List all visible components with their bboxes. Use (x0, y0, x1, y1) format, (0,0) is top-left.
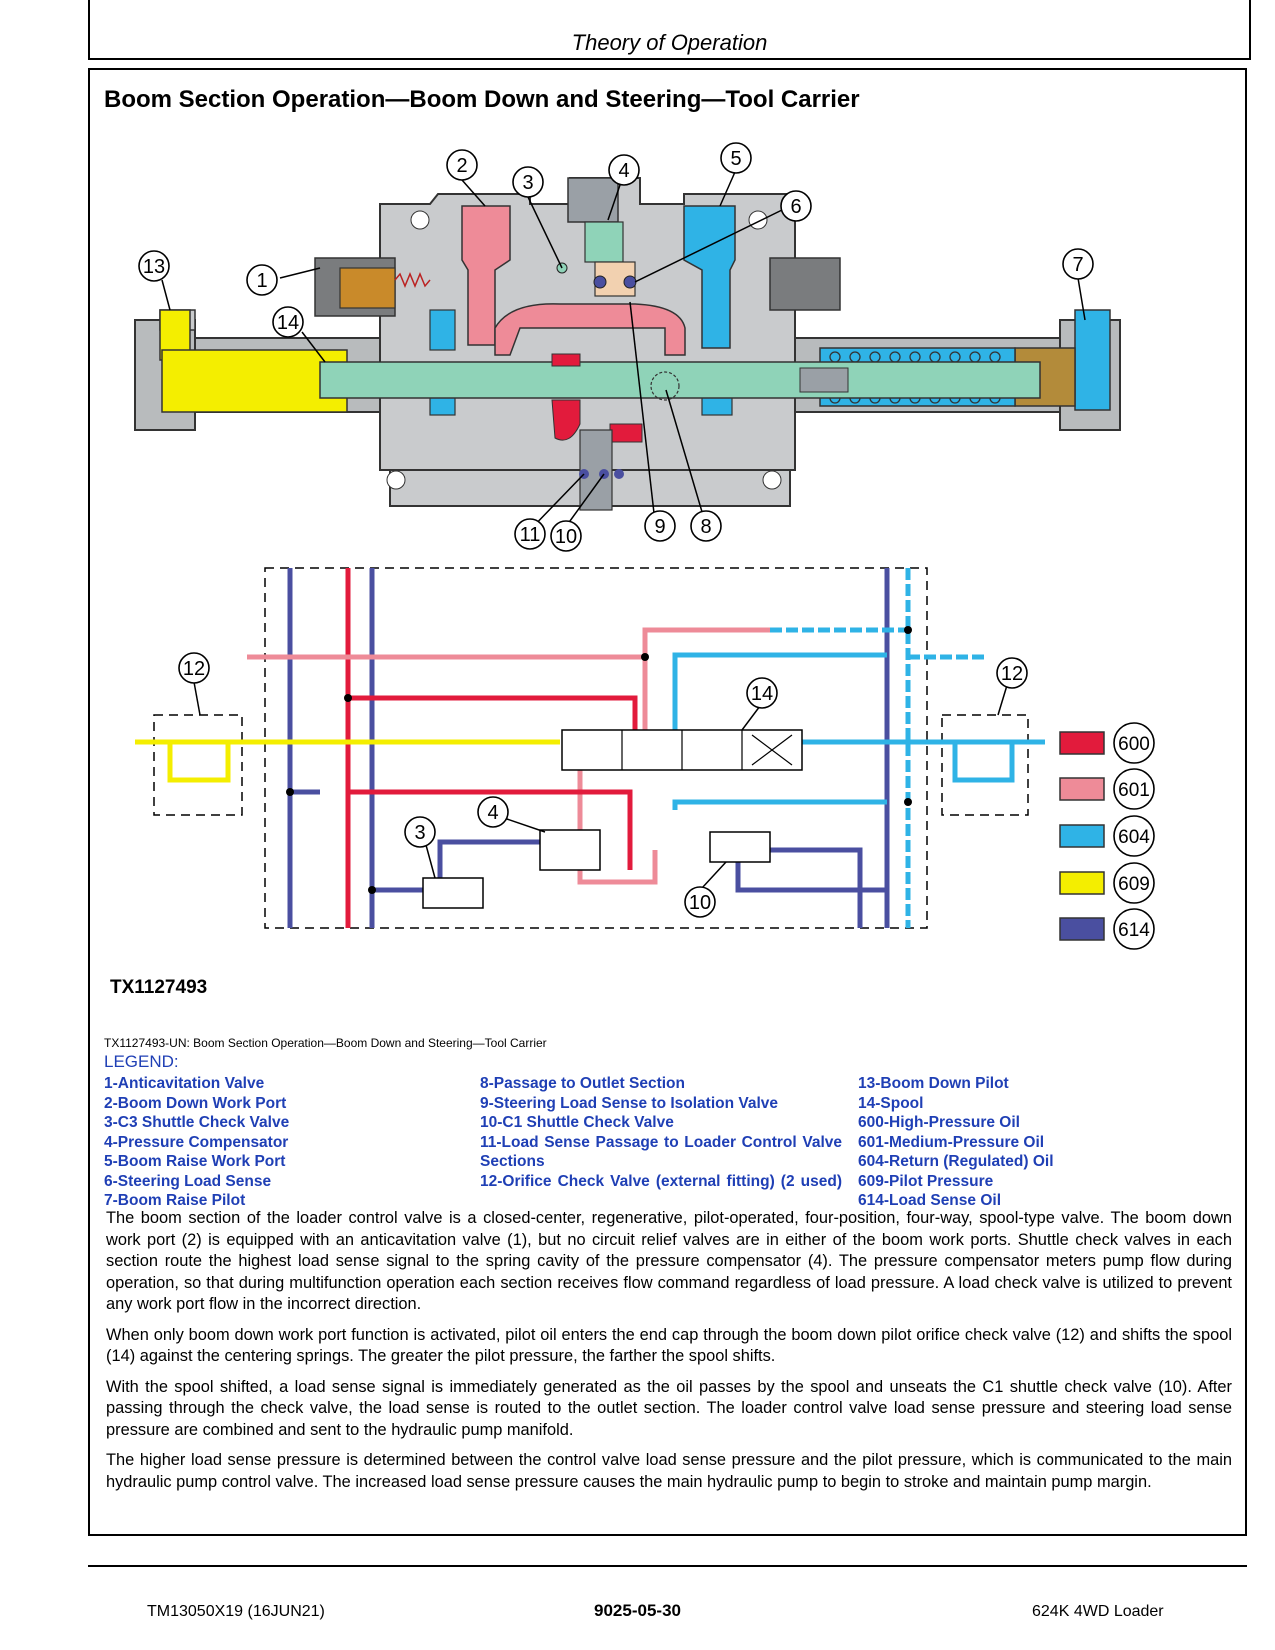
callout-14: 14 (277, 312, 299, 334)
section-title: Boom Section Operation—Boom Down and Ste… (104, 86, 860, 113)
callout-4: 4 (618, 160, 629, 182)
callout-6: 6 (790, 196, 801, 218)
callout-11: 11 (520, 524, 541, 546)
color-key-code: 604 (1118, 827, 1150, 848)
legend-item: 7-Boom Raise Pilot (104, 1192, 246, 1209)
legend-item: 600-High-Pressure Oil (858, 1114, 1020, 1131)
legend-item: 14-Spool (858, 1094, 924, 1112)
valve-cross-section (134, 177, 1121, 511)
legend-item: 13-Boom Down Pilot (858, 1075, 1009, 1092)
legend-item: 9-Steering Load Sense to Isolation Valve (480, 1094, 779, 1112)
callouts (138, 142, 1094, 918)
callout-12-left: 12 (183, 658, 205, 680)
color-key-code: 600 (1118, 734, 1150, 755)
legend-item: 604-Return (Regulated) Oil (858, 1153, 1054, 1170)
callout-8: 8 (700, 516, 711, 538)
header-frame: Theory of Operation (88, 0, 1251, 60)
callout-9: 9 (654, 516, 665, 538)
footer-model: 624K 4WD Loader (1032, 1603, 1164, 1620)
color-key: 600 601 604 609 614 (1059, 722, 1155, 950)
legend-item: 609-Pilot Pressure (858, 1172, 994, 1190)
callout-1: 1 (256, 270, 267, 292)
figure-caption: TX1127493-UN: Boom Section Operation—Boo… (104, 1036, 547, 1050)
callout-3: 3 (522, 172, 533, 194)
header-title: Theory of Operation (571, 30, 768, 55)
callout-3-schematic: 3 (414, 822, 425, 844)
body-text: The boom section of the loader control v… (106, 1208, 1232, 1502)
legend-item: 5-Boom Raise Work Port (104, 1153, 286, 1170)
main-frame: Boom Section Operation—Boom Down and Ste… (88, 68, 1247, 1536)
callout-5: 5 (730, 148, 741, 170)
paragraph: The higher load sense pressure is determ… (106, 1451, 1232, 1491)
legend-item: 8-Passage to Outlet Section (480, 1075, 685, 1092)
legend-heading: LEGEND: (104, 1052, 179, 1071)
footer-manual-id: TM13050X19 (16JUN21) (147, 1603, 325, 1620)
paragraph: With the spool shifted, a load sense sig… (106, 1377, 1232, 1439)
legend-item: 10-C1 Shuttle Check Valve (480, 1114, 674, 1131)
figure-id: TX1127493 (110, 977, 208, 998)
legend-column-3: 13-Boom Down Pilot 14-Spool 600-High-Pre… (858, 1074, 1228, 1211)
callout-2: 2 (456, 155, 467, 177)
paragraph: When only boom down work port function i… (106, 1325, 1232, 1366)
callout-10: 10 (555, 526, 577, 548)
legend-item: 1-Anticavitation Valve (104, 1075, 265, 1092)
legend-item: 12-Orifice Check Valve (external fitting… (480, 1172, 842, 1190)
legend-item: 614-Load Sense Oil (858, 1192, 1001, 1209)
callout-7: 7 (1072, 254, 1083, 276)
legend-item: 11-Load Sense Passage to Loader Control … (480, 1133, 842, 1171)
legend-item: 601-Medium-Pressure Oil (858, 1133, 1045, 1151)
legend-item: 4-Pressure Compensator (104, 1133, 289, 1151)
callout-14-schematic: 14 (751, 683, 773, 705)
legend-item: 3-C3 Shuttle Check Valve (104, 1114, 290, 1131)
color-key-code: 614 (1118, 920, 1150, 941)
legend-item: 6-Steering Load Sense (104, 1172, 272, 1190)
callout-12-right: 12 (1001, 663, 1023, 685)
callout-10-schematic: 10 (689, 892, 711, 914)
color-key-code: 609 (1118, 874, 1150, 895)
callout-4-schematic: 4 (487, 802, 498, 824)
legend-column-2: 8-Passage to Outlet Section 9-Steering L… (480, 1074, 842, 1191)
hydraulic-schematic (135, 567, 1045, 929)
color-key-code: 601 (1118, 780, 1150, 801)
footer-page-number: 9025-05-30 (594, 1601, 681, 1620)
footer-divider (88, 1565, 1247, 1567)
callout-13: 13 (143, 256, 165, 278)
legend-column-1: 1-Anticavitation Valve 2-Boom Down Work … (104, 1074, 464, 1211)
valve-diagram: 2 3 4 5 6 7 13 1 14 8 9 11 10 12 12 14 4… (134, 142, 1155, 950)
legend-item: 2-Boom Down Work Port (104, 1094, 287, 1112)
paragraph: The boom section of the loader control v… (106, 1209, 1232, 1313)
